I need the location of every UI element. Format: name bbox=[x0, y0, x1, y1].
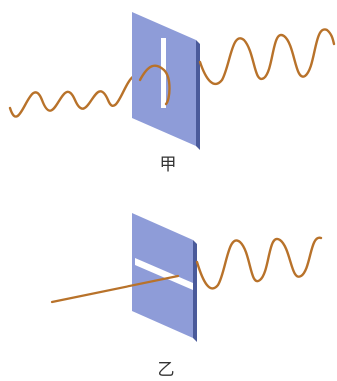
caption-top: 甲 bbox=[160, 155, 177, 175]
outgoing-wave-bottom bbox=[197, 238, 321, 289]
incoming-wave-top bbox=[10, 76, 140, 116]
caption-bottom: 乙 bbox=[158, 360, 175, 380]
plate-bottom-edge bbox=[193, 240, 197, 342]
figure-bottom: 乙 bbox=[52, 213, 321, 380]
figure-top: 甲 bbox=[10, 12, 334, 175]
outgoing-wave-top bbox=[200, 29, 334, 84]
plate-top-edge bbox=[196, 40, 200, 150]
